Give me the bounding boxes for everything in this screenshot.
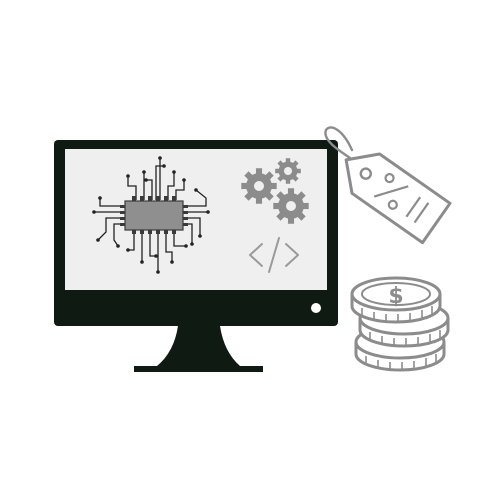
gear-left-hole [254,181,264,191]
tag-string [324,126,358,164]
monitor-stand [134,326,263,372]
tag-body [344,152,452,245]
tag-stripe-1 [405,196,422,218]
chip-pins [120,196,188,234]
circuit-nodes [92,156,210,274]
coin-dollar-sign: $ [388,284,403,309]
coin-stack-dollar-icon: $ [350,276,450,372]
code-brackets-icon [249,237,299,273]
chip-body [124,200,184,231]
discount-price-tag-icon [324,126,452,245]
tag-stripe-2 [413,202,430,224]
coin-top [350,276,442,324]
gears-icon [241,158,309,224]
gear-top-right-hole [284,167,292,175]
tag-percent-slash [373,185,409,198]
microchip-icon [92,156,210,274]
circuit-traces [94,158,208,272]
power-indicator [311,303,321,313]
gear-bottom-right-hole [286,201,296,211]
tag-hole [359,167,372,180]
tag-percent-dot-bottom [387,199,398,210]
tag-percent-dot-top [384,172,395,184]
